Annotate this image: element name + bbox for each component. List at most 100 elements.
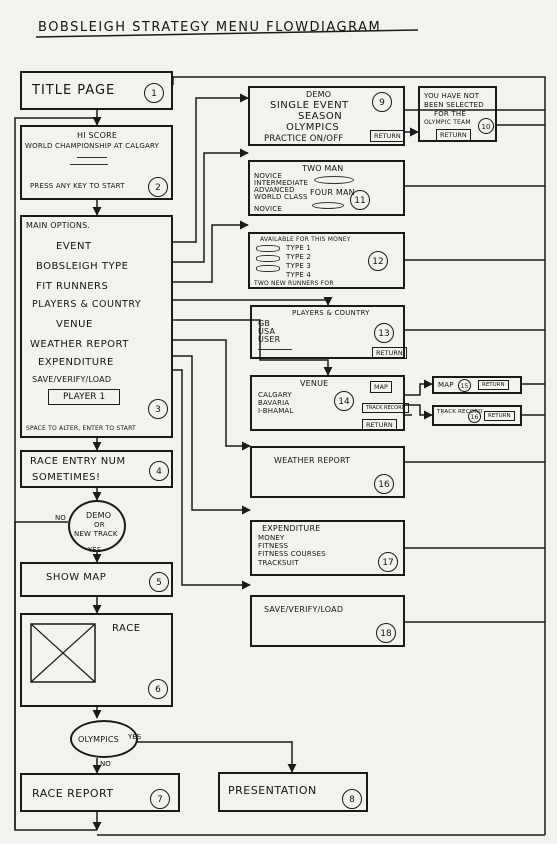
node-number: 10: [478, 118, 494, 134]
node-line: You have not: [424, 92, 480, 100]
node-race-entry: Race Entry Num Sometimes! 4: [20, 450, 173, 488]
arrow-3-9: [173, 93, 249, 243]
option-venue: Venue: [56, 319, 93, 330]
arrow-olympics-yes: [137, 741, 297, 773]
decision-line: Demo: [86, 511, 112, 520]
node-line: World Championship at Calgary: [25, 142, 160, 150]
node-footer: Space to alter, enter to start: [26, 425, 136, 432]
runner-type: Type 1: [286, 244, 312, 252]
expense-line: Tracksuit: [258, 559, 299, 567]
node-hi-score: Hi Score World Championship at Calgary P…: [20, 125, 173, 200]
node-line: for the: [434, 110, 466, 118]
arrow-14-16: [405, 404, 433, 420]
node-line: Olympics: [286, 122, 340, 133]
node-header: Players & Country: [292, 309, 370, 317]
node-players-country: Players & Country GB USA User Return 13: [250, 305, 407, 359]
node-fit-runners: Available for this money Type 1 Type 2 T…: [248, 232, 405, 289]
node-number: 12: [368, 251, 388, 271]
node-row: Novice: [254, 172, 282, 180]
node-race: Race 6: [20, 613, 173, 707]
node-main-options: Main Options. Event Bobsleigh Type Fit R…: [20, 215, 173, 438]
edge-label-yes: Yes: [88, 546, 102, 554]
node-map: Map 15 Return: [432, 376, 522, 394]
expense-line: Fitness: [258, 542, 289, 550]
runner-type: Type 3: [286, 262, 312, 270]
runner-sketch: [256, 245, 280, 252]
track-record-button: Track Record: [362, 403, 410, 413]
player-selector: Player 1: [48, 389, 121, 405]
node-presentation: Presentation 8: [218, 772, 368, 812]
arrow-3-11: [173, 148, 249, 263]
node-number: 13: [374, 323, 394, 343]
option-save-verify-load: Save/Verify/Load: [32, 375, 112, 384]
diagram-title: Bobsleigh Strategy Menu Flowdiagram: [38, 20, 382, 35]
node-line: Hi Score: [77, 131, 118, 140]
node-number: 3: [148, 399, 168, 419]
node-number: 2: [148, 177, 168, 197]
return-button: Return: [436, 129, 471, 141]
venue-line: Bavaria: [258, 399, 290, 407]
node-foot: Two new runners for: [254, 280, 334, 287]
arrow-3-exp: [173, 355, 251, 515]
decision-line: or: [94, 521, 105, 529]
decision-line: New Track: [74, 530, 118, 538]
decision-label: Olympics: [78, 735, 119, 744]
node-label: Weather Report: [274, 456, 351, 465]
node-venue: Venue Calgary Bavaria I-Bhamal Map Track…: [250, 375, 410, 431]
option-players-country: Players & Country: [32, 299, 142, 310]
node-line: been selected: [424, 101, 484, 109]
node-event-select: Demo Single Event Season Olympics Practi…: [248, 86, 405, 146]
edge-label-yes: Yes: [128, 733, 142, 741]
runner-sketch: [256, 265, 280, 272]
expense-line: Money: [258, 534, 285, 542]
arrow-14-15: [405, 379, 433, 396]
node-row: Intermediate: [254, 179, 309, 187]
option-fit-runners: Fit Runners: [36, 281, 109, 292]
node-number: 4: [149, 461, 169, 481]
node-line: Olympic Team: [424, 119, 471, 126]
title-underline: [35, 29, 419, 38]
node-weather-report: Weather Report 16: [250, 446, 405, 498]
node-line: Demo: [306, 90, 332, 99]
node-label: Race Report: [32, 787, 114, 800]
node-number: 9: [372, 92, 392, 112]
node-number: 5: [149, 572, 169, 592]
scribble: [70, 162, 108, 165]
edge-label-no: No: [100, 760, 111, 768]
node-label: Presentation: [228, 784, 317, 797]
return-button: Return: [362, 419, 397, 431]
node-number: 14: [334, 391, 354, 411]
node-show-map: Show Map 5: [20, 562, 173, 597]
decision-demo-new-track: Demo or New Track: [68, 500, 126, 552]
node-number: 16: [468, 410, 481, 423]
arrow-3-weather: [173, 339, 251, 451]
node-line: Practice On/Off: [264, 134, 344, 144]
expense-line: Fitness Courses: [258, 550, 326, 558]
node-line: Season: [298, 111, 343, 122]
node-head: Two Man: [302, 164, 344, 173]
runner-type: Type 4: [286, 271, 312, 279]
node-number: 11: [350, 190, 370, 210]
runner-sketch: [256, 255, 280, 262]
node-line: Race Entry Num: [30, 456, 126, 467]
return-button: Return: [484, 411, 515, 421]
node-number: 18: [376, 623, 396, 643]
option-bobsleigh-type: Bobsleigh Type: [36, 261, 129, 272]
edge-label-no: No: [55, 514, 66, 522]
node-number: 15: [458, 379, 471, 392]
node-track-record: Track Record 16 Return: [432, 405, 522, 426]
node-race-report: Race Report 7: [20, 773, 180, 812]
country-line: GB: [258, 319, 271, 328]
option-weather-report: Weather Report: [30, 339, 129, 350]
sled-sketch: [312, 202, 344, 209]
loop-back: [14, 117, 97, 830]
sled-sketch: [314, 176, 354, 184]
node-label: Title Page: [32, 83, 116, 98]
node-expenditure: Expenditure Money Fitness Fitness Course…: [250, 520, 405, 576]
decision-olympics: Olympics: [70, 720, 138, 758]
arrow-3-save: [173, 369, 251, 590]
country-line: User: [258, 335, 281, 344]
option-event: Event: [56, 241, 92, 252]
map-button: Map: [370, 381, 392, 393]
